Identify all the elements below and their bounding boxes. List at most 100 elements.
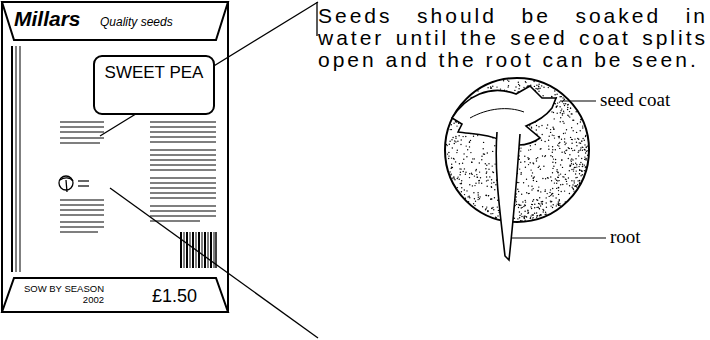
leader-line: [512, 237, 606, 238]
stipple-dot: [528, 149, 529, 150]
stipple-dot: [463, 171, 464, 172]
stipple-dot: [450, 129, 451, 130]
stipple-dot: [451, 124, 452, 125]
stipple-dot: [544, 141, 545, 142]
stipple-dot: [573, 120, 574, 121]
stipple-dot: [488, 163, 489, 164]
print-line: [60, 226, 104, 227]
stipple-dot: [553, 128, 554, 129]
stipple-dot: [536, 129, 537, 130]
stipple-dot: [574, 167, 575, 168]
stipple-dot: [485, 209, 486, 210]
stipple-dot: [491, 186, 492, 187]
stipple-dot: [554, 94, 555, 95]
stipple-dot: [464, 168, 465, 169]
icon-sprout: [60, 178, 73, 192]
bar: [210, 232, 212, 268]
stipple-dot: [587, 155, 588, 156]
stipple-dot: [552, 152, 553, 153]
stipple-dot: [559, 101, 560, 102]
stipple-dot: [530, 162, 531, 163]
stipple-dot: [564, 141, 565, 142]
stipple-dot: [523, 182, 524, 183]
stipple-dot: [465, 198, 466, 199]
stipple-dot: [528, 158, 529, 159]
stipple-dot: [581, 119, 582, 120]
stipple-dot: [567, 107, 568, 108]
stipple-dot: [584, 140, 585, 141]
stipple-dot: [516, 204, 517, 205]
stipple-dot: [582, 174, 583, 175]
stipple-dot: [449, 144, 450, 145]
stipple-dot: [552, 168, 553, 169]
stipple-dot: [492, 171, 493, 172]
stipple-dot: [487, 152, 488, 153]
stipple-dot: [551, 201, 552, 202]
stipple-dot: [576, 145, 577, 146]
stipple-dot: [493, 209, 494, 210]
stipple-dot: [456, 125, 457, 126]
stipple-dot: [519, 215, 520, 216]
stipple-dot: [527, 210, 528, 211]
stipple-dot: [575, 185, 576, 186]
stipple-dot: [572, 187, 573, 188]
print-line: [150, 149, 216, 150]
stipple-dot: [491, 198, 492, 199]
stipple-dot: [563, 133, 564, 134]
stipple-dot: [451, 164, 452, 165]
stipple-dot: [561, 152, 562, 153]
stipple-dot: [475, 183, 476, 184]
stipple-dot: [541, 201, 542, 202]
stipple-dot: [508, 81, 509, 82]
stipple-dot: [545, 214, 546, 215]
stipple-dot: [535, 88, 536, 89]
stipple-dot: [453, 176, 454, 177]
stipple-dot: [490, 199, 491, 200]
stipple-dot: [536, 215, 537, 216]
stipple-dot: [574, 150, 575, 151]
stipple-dot: [453, 123, 454, 124]
print-line: [60, 221, 104, 222]
stipple-dot: [527, 210, 528, 211]
stipple-dot: [582, 150, 583, 151]
stipple-dot: [477, 192, 478, 193]
stipple-dot: [487, 87, 488, 88]
stipple-dot: [491, 87, 492, 88]
stipple-dot: [537, 190, 538, 191]
stipple-dot: [572, 150, 573, 151]
print-line: [60, 231, 98, 232]
stipple-dot: [457, 150, 458, 151]
stipple-dot: [455, 161, 456, 162]
stipple-dot: [584, 159, 585, 160]
stipple-dot: [532, 214, 533, 215]
stipple-dot: [573, 130, 574, 131]
stipple-dot: [573, 180, 574, 181]
stipple-dot: [455, 136, 456, 137]
stipple-dot: [550, 155, 551, 156]
stipple-dot: [485, 168, 486, 169]
stipple-dot: [579, 180, 580, 181]
stipple-dot: [545, 214, 546, 215]
stipple-dot: [564, 151, 565, 152]
stipple-dot: [585, 158, 586, 159]
stipple-dot: [543, 87, 544, 88]
stipple-dot: [547, 193, 548, 194]
stipple-dot: [546, 197, 547, 198]
stipple-dot: [565, 179, 566, 180]
product-name: SWEET PEA: [95, 63, 213, 83]
stipple-dot: [549, 192, 550, 193]
stipple-dot: [486, 195, 487, 196]
stipple-dot: [533, 177, 534, 178]
seed-packet: [2, 2, 228, 312]
stipple-dot: [520, 220, 521, 221]
stipple-dot: [565, 132, 566, 133]
stipple-dot: [525, 200, 526, 201]
callout-edge: [316, 2, 317, 36]
stipple-dot: [569, 166, 570, 167]
print-line: [78, 180, 89, 181]
barcode: [181, 232, 216, 268]
stipple-dot: [524, 204, 525, 205]
stipple-dot: [550, 129, 551, 130]
stipple-dot: [532, 172, 533, 173]
stipple-dot: [490, 86, 491, 87]
